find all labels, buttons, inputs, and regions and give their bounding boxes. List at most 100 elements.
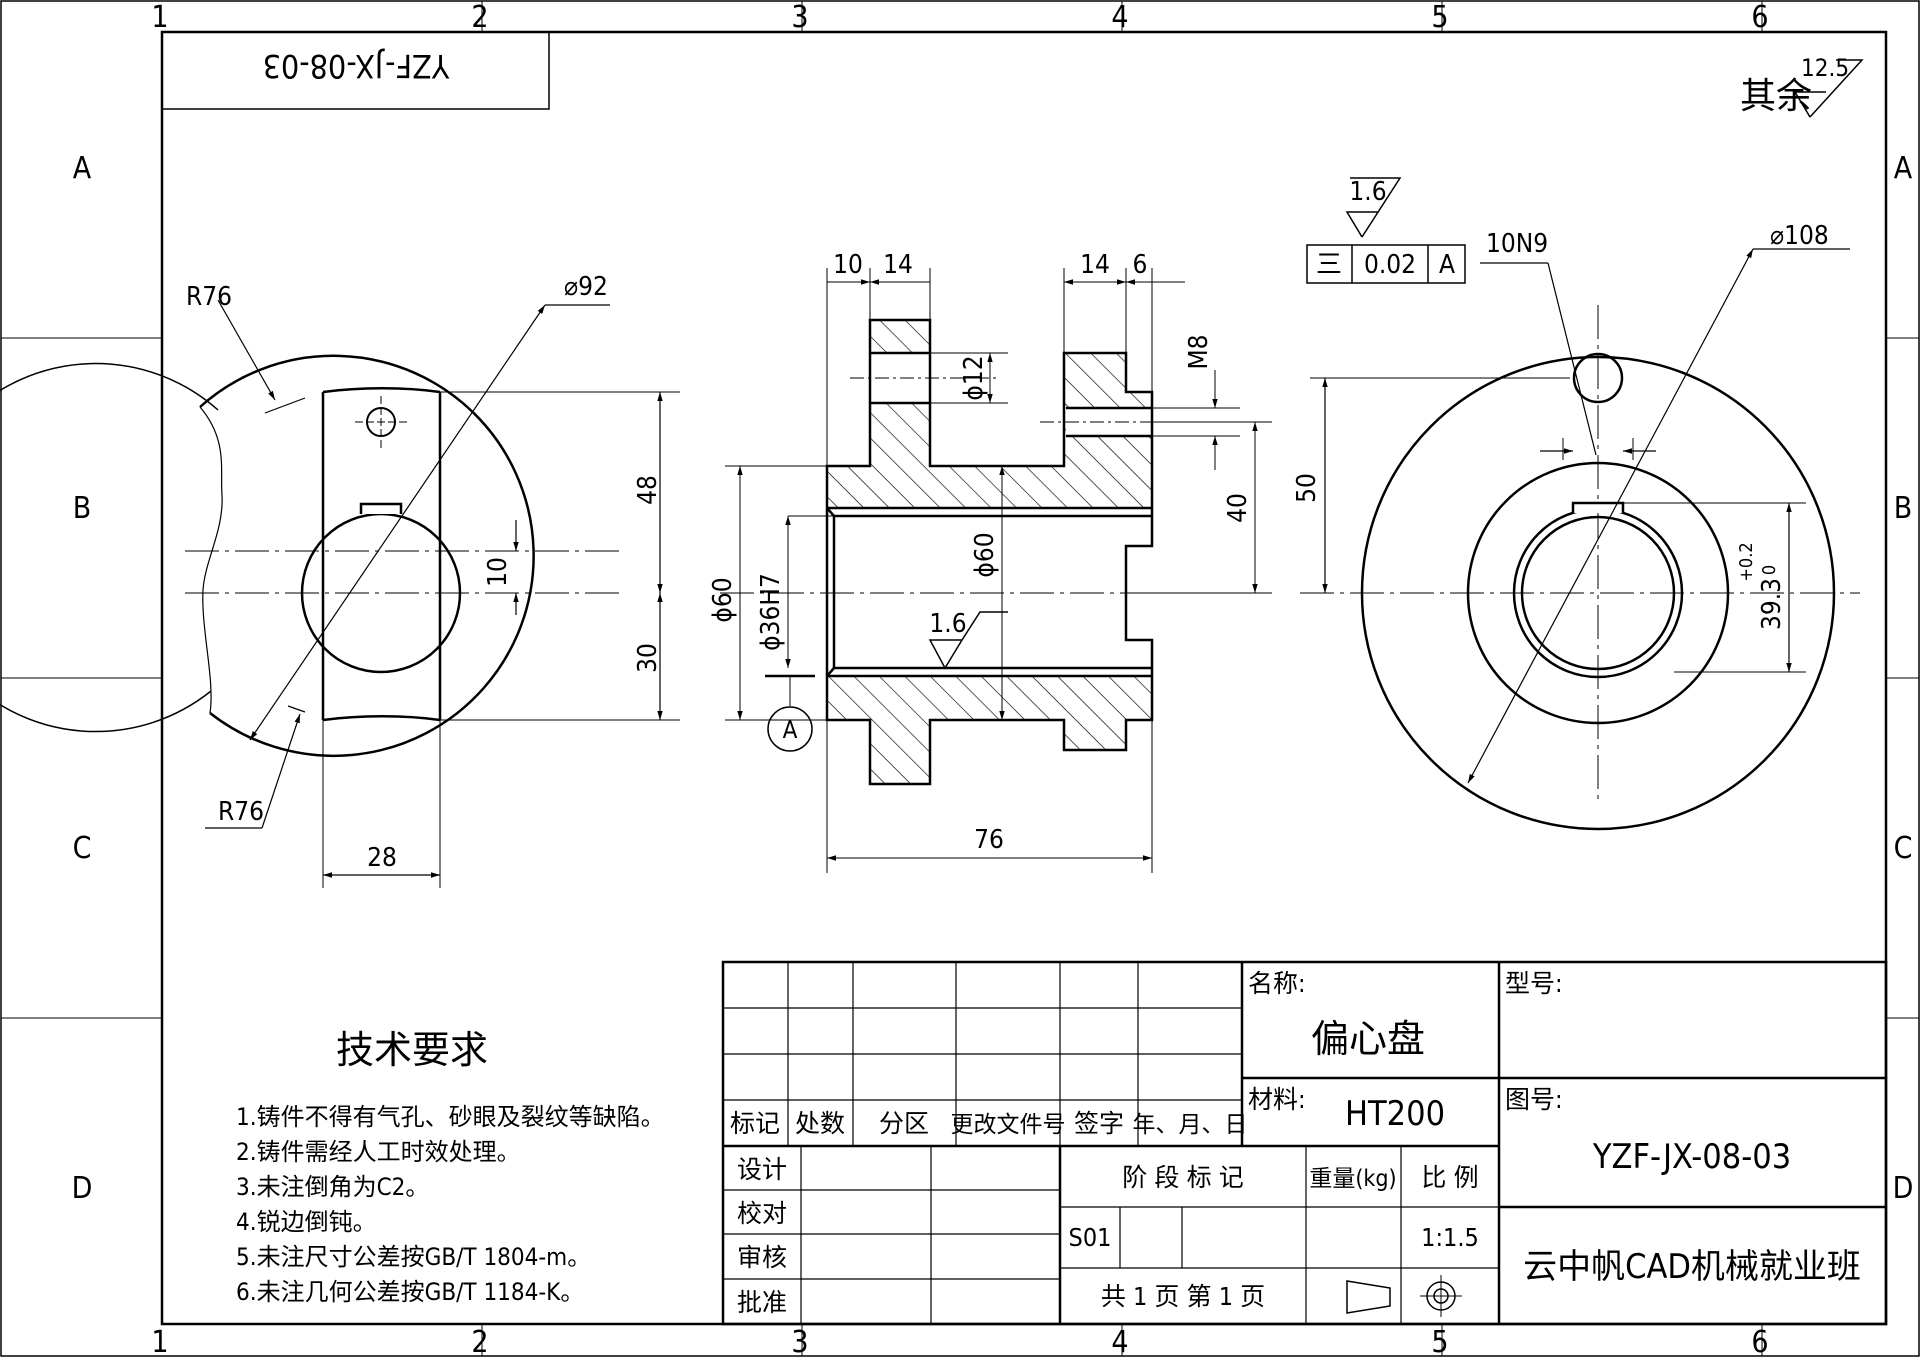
dim-phi36h7: ϕ36H7 — [756, 573, 786, 651]
section-view-dimensions: 10 14 14 6 ϕ12 M8 40 ϕ60 ϕ60 ϕ36H7 76 1.… — [708, 250, 1253, 855]
roughness-face-value: 1.6 — [1349, 177, 1386, 207]
dim-r76-bottom: R76 — [218, 797, 264, 827]
tech-req-item: 4.锐边倒钝。 — [236, 1208, 377, 1236]
dim-r76-top: R76 — [186, 282, 232, 312]
role-label: 批准 — [737, 1288, 787, 1317]
company-name: 云中帆CAD机械就业班 — [1523, 1247, 1861, 1287]
rev-header: 处数 — [795, 1109, 845, 1138]
scale-label: 比 例 — [1421, 1163, 1478, 1192]
col-label: 2 — [471, 1325, 488, 1357]
col-label: 5 — [1431, 0, 1448, 35]
dim-10: 10 — [483, 557, 513, 587]
weight-label: 重量(kg) — [1309, 1166, 1396, 1192]
tech-req-item: 1.铸件不得有气孔、砂眼及裂纹等缺陷。 — [236, 1103, 665, 1131]
title-block-text: 标记 处数 分区 更改文件号 签字 年、月、日 设计 校对 审核 批准 名称: … — [730, 969, 1861, 1317]
frame-row-labels: A B C D A B C D — [72, 151, 1914, 1206]
dim-m8: M8 — [1184, 334, 1214, 369]
roughness-other-prefix: 其余 — [1740, 76, 1812, 117]
dim-76: 76 — [974, 825, 1004, 855]
section-view — [720, 268, 1272, 873]
col-label: 2 — [471, 0, 488, 35]
dim-phi60-inner: ϕ60 — [970, 532, 1000, 577]
roughness-face-icon — [1345, 177, 1402, 238]
tech-req-item: 3.未注倒角为C2。 — [236, 1173, 429, 1201]
col-label: 3 — [791, 1325, 808, 1357]
row-label: B — [1894, 491, 1913, 526]
dim-phi12: ϕ12 — [959, 355, 989, 400]
material-value: HT200 — [1345, 1094, 1445, 1134]
col-label: 6 — [1751, 0, 1768, 35]
stage-label: 阶 段 标 记 — [1122, 1163, 1243, 1192]
col-label: 1 — [151, 1325, 168, 1357]
tech-req-item: 6.未注几何公差按GB/T 1184-K。 — [236, 1278, 584, 1306]
part-name: 偏心盘 — [1311, 1017, 1425, 1061]
row-label: D — [72, 1171, 93, 1206]
tolerance-frame: 三 0.02 A 1.6 — [1306, 177, 1466, 284]
tech-req-item: 2.铸件需经人工时效处理。 — [236, 1138, 521, 1166]
dim-39-3: 39.3 — [1757, 578, 1787, 630]
stage-value: S01 — [1069, 1223, 1112, 1252]
row-label: C — [73, 831, 92, 866]
left-view — [0, 299, 680, 888]
col-label: 4 — [1111, 0, 1128, 35]
drawing-no-label: 图号: — [1505, 1085, 1563, 1114]
roughness-other-value: 12.5 — [1801, 54, 1849, 82]
dim-14: 14 — [883, 250, 913, 280]
dim-10: 10 — [833, 250, 863, 280]
right-view — [1300, 248, 1860, 831]
mirror-code-box: YZF-JX-08-03 — [161, 31, 550, 110]
right-view-dimensions: ⌀108 10N9 50 39.3 +0.2 0 — [1292, 221, 1829, 630]
frame-column-labels: 1 2 3 4 5 6 1 2 3 4 5 6 — [151, 0, 1768, 1357]
tech-req-title: 技术要求 — [336, 1028, 488, 1072]
dim-40: 40 — [1223, 493, 1253, 523]
role-label: 设计 — [737, 1155, 787, 1184]
col-label: 1 — [151, 0, 168, 35]
projection-cone-icon — [1346, 1280, 1391, 1314]
dim-phi60-outer: ϕ60 — [708, 577, 738, 622]
row-label: D — [1893, 1171, 1914, 1206]
dim-14: 14 — [1080, 250, 1110, 280]
dim-39-3-tol-upper: +0.2 — [1736, 542, 1757, 581]
rev-header: 签字 — [1074, 1109, 1124, 1138]
role-label: 审核 — [737, 1243, 787, 1272]
model-label: 型号: — [1505, 969, 1563, 998]
col-label: 5 — [1431, 1325, 1448, 1357]
col-label: 4 — [1111, 1325, 1128, 1357]
rev-header: 分区 — [879, 1109, 929, 1138]
tolerance-symbol-icon: 三 — [1316, 250, 1342, 280]
roughness-other: 其余 12.5 — [1740, 54, 1864, 118]
roughness-symbol-icon — [1793, 59, 1864, 118]
name-label: 名称: — [1248, 969, 1306, 998]
datum-a-label: A — [783, 716, 798, 744]
roughness-bore-value: 1.6 — [929, 609, 966, 639]
dim-50: 50 — [1292, 473, 1322, 503]
dim-39-3-tol-lower: 0 — [1759, 565, 1780, 575]
col-label: 3 — [791, 0, 808, 35]
rev-header: 标记 — [730, 1109, 780, 1138]
rev-header: 更改文件号 — [951, 1112, 1066, 1138]
dim-28: 28 — [367, 843, 397, 873]
row-label: B — [73, 491, 92, 526]
dim-dia92: ⌀92 — [564, 272, 608, 302]
left-view-dimensions: R76 ⌀92 R76 48 30 10 28 — [186, 272, 663, 873]
dim-6: 6 — [1133, 250, 1148, 280]
role-label: 校对 — [737, 1199, 787, 1228]
tech-req-item: 5.未注尺寸公差按GB/T 1804-m。 — [236, 1243, 591, 1271]
dim-10n9: 10N9 — [1486, 229, 1548, 259]
tolerance-datum: A — [1439, 250, 1455, 280]
tech-requirements: 技术要求 1.铸件不得有气孔、砂眼及裂纹等缺陷。 2.铸件需经人工时效处理。 3… — [236, 1028, 665, 1306]
dim-30: 30 — [633, 643, 663, 673]
pages-text: 共 1 页 第 1 页 — [1101, 1282, 1265, 1311]
title-block — [721, 960, 1888, 1326]
drawing-no-value: YZF-JX-08-03 — [1592, 1137, 1791, 1177]
mirror-code-text: YZF-JX-08-03 — [263, 47, 451, 85]
tolerance-value: 0.02 — [1364, 250, 1416, 280]
material-label: 材料: — [1248, 1085, 1306, 1114]
scale-value: 1:1.5 — [1421, 1223, 1479, 1252]
row-label: C — [1894, 831, 1913, 866]
rev-header: 年、月、日 — [1133, 1112, 1248, 1138]
row-label: A — [73, 151, 92, 186]
dim-48: 48 — [633, 475, 663, 505]
col-label: 6 — [1751, 1325, 1768, 1357]
